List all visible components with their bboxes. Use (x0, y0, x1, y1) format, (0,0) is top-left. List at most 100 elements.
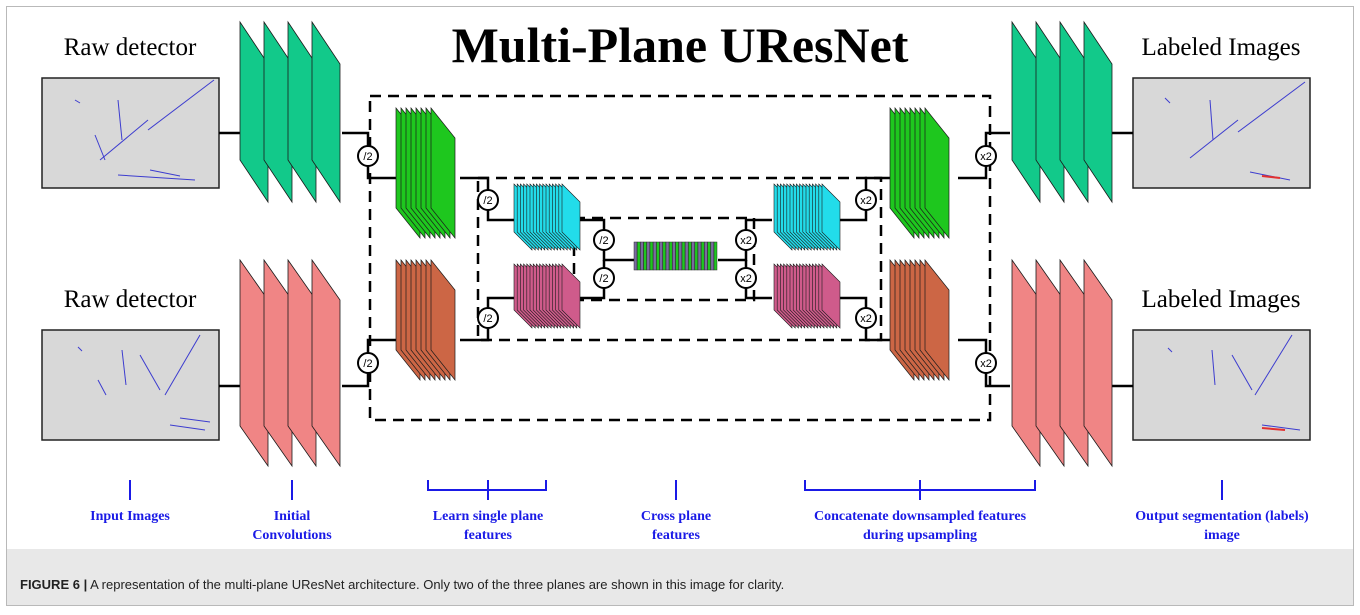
annotation-line1: Cross plane (641, 509, 711, 524)
cross-plane-sheet (633, 241, 638, 271)
downsample-op-text: /2 (599, 235, 608, 247)
output-conv-top-sheet (1083, 20, 1113, 204)
dashed-boundaries (368, 94, 992, 422)
initial-conv-top (239, 20, 341, 204)
figure-frame (6, 6, 1354, 606)
cross-plane-sheet (643, 241, 647, 271)
annotation-3: Cross plane features (641, 480, 711, 543)
downsample-op-circle (477, 189, 499, 211)
upsample-op-text: x2 (860, 313, 872, 325)
cross-plane-sheet (659, 241, 663, 271)
output-conv-bottom-sheet (1083, 258, 1113, 468)
upsample-op-text: x2 (860, 195, 872, 207)
caption-text: A representation of the multi-plane URes… (87, 577, 785, 592)
level1-top-left (395, 107, 456, 239)
figure-caption: FIGURE 6 | A representation of the multi… (20, 577, 784, 592)
level2-top-right (773, 183, 841, 251)
annotation-bracket (427, 480, 547, 491)
annotation-line1: Input Images (90, 509, 170, 524)
cross-plane-sheet (707, 241, 711, 271)
initial-conv-top-sheet (311, 20, 341, 204)
cross-plane-sheet (691, 241, 695, 271)
level2-top-left-sheet (561, 183, 581, 251)
cross-plane-sheet (646, 241, 651, 271)
cross-plane-sheet (710, 241, 715, 271)
upsample-op-circle (735, 267, 757, 289)
annotation-line1: Concatenate downsampled features (814, 509, 1027, 524)
output-conv-top-sheet (1035, 20, 1065, 204)
upsample-op: x2 (975, 145, 997, 167)
output-conv-bottom-sheet (1059, 258, 1089, 468)
annotation-5: Output segmentation (labels) image (1135, 480, 1309, 543)
level1-bottom-right-sheet (924, 259, 950, 381)
initial-conv-bottom-sheet (263, 258, 293, 468)
downsample-op-circle (593, 229, 615, 251)
level1-top-right-sheet (924, 107, 950, 239)
cross-plane-sheet (649, 241, 654, 271)
downsample-op-text: /2 (363, 358, 372, 370)
initial-conv-top-sheet (263, 20, 293, 204)
cross-plane-sheet (713, 241, 718, 271)
annotation-0: Input Images (90, 480, 170, 524)
level2-bottom-right (773, 263, 841, 329)
cross-plane-sheet (688, 241, 692, 271)
caption-bar (7, 549, 1353, 605)
layer-stacks (239, 20, 1113, 468)
output-conv-bottom-sheet (1035, 258, 1065, 468)
cross-plane-sheet (672, 241, 676, 271)
annotation-line1: Output segmentation (labels) (1135, 509, 1309, 524)
level1-top-right (889, 107, 950, 239)
annotation-line2: features (464, 528, 512, 543)
labeled-image-bottom (1132, 329, 1311, 441)
initial-conv-bottom (239, 258, 341, 468)
labeled-image-top (1132, 77, 1311, 189)
upsample-op-circle (735, 229, 757, 251)
cross-plane-sheet (652, 241, 657, 271)
downsample-op-text: /2 (599, 273, 608, 285)
cross-plane-sheet (704, 241, 708, 271)
cross-plane-sheet (675, 241, 679, 271)
upsample-op: x2 (975, 352, 997, 374)
upsample-op-circle (855, 307, 877, 329)
downsample-op-circle (357, 145, 379, 167)
upsample-op-circle (855, 189, 877, 211)
cross-plane-sheet (700, 241, 705, 271)
cross-plane-sheet (697, 241, 702, 271)
level2-bottom-left (513, 263, 581, 329)
inner-dashed-box (572, 216, 756, 302)
figure-title: Multi-Plane UResNet (452, 17, 909, 73)
output-conv-top (1011, 20, 1113, 204)
detector-image-top (41, 77, 220, 189)
cross-plane-sheet (636, 241, 641, 271)
cross-plane-sheet (662, 241, 667, 271)
upsample-op-text: x2 (980, 358, 992, 370)
downsample-op-text: /2 (483, 195, 492, 207)
initial-conv-bottom-sheet (287, 258, 317, 468)
outer-dashed-box (368, 94, 992, 422)
level1-top-left-sheet (430, 107, 456, 239)
downsample-op: /2 (357, 352, 379, 374)
annotation-line1: Initial (274, 509, 311, 524)
level1-bottom-left (395, 259, 456, 381)
upsample-op: x2 (735, 267, 757, 289)
level2-bottom-right-sheet (821, 263, 841, 329)
detector-image-bottom (41, 329, 220, 441)
initial-conv-top-sheet (287, 20, 317, 204)
output-conv-bottom-sheet (1011, 258, 1041, 468)
annotation-line2: image (1204, 528, 1240, 543)
upsample-op: x2 (735, 229, 757, 251)
level2-bottom-left-sheet (561, 263, 581, 329)
cross-plane-sheet (678, 241, 683, 271)
downsample-op-text: /2 (363, 151, 372, 163)
input-label-top: Raw detector (64, 34, 197, 61)
annotation-line2: features (652, 528, 700, 543)
cross-plane-sheet (684, 241, 689, 271)
initial-conv-bottom-sheet (311, 258, 341, 468)
level1-bottom-left-sheet (430, 259, 456, 381)
cross-plane-sheet (640, 241, 644, 271)
output-conv-top-sheet (1059, 20, 1089, 204)
upsample-op-circle (975, 145, 997, 167)
